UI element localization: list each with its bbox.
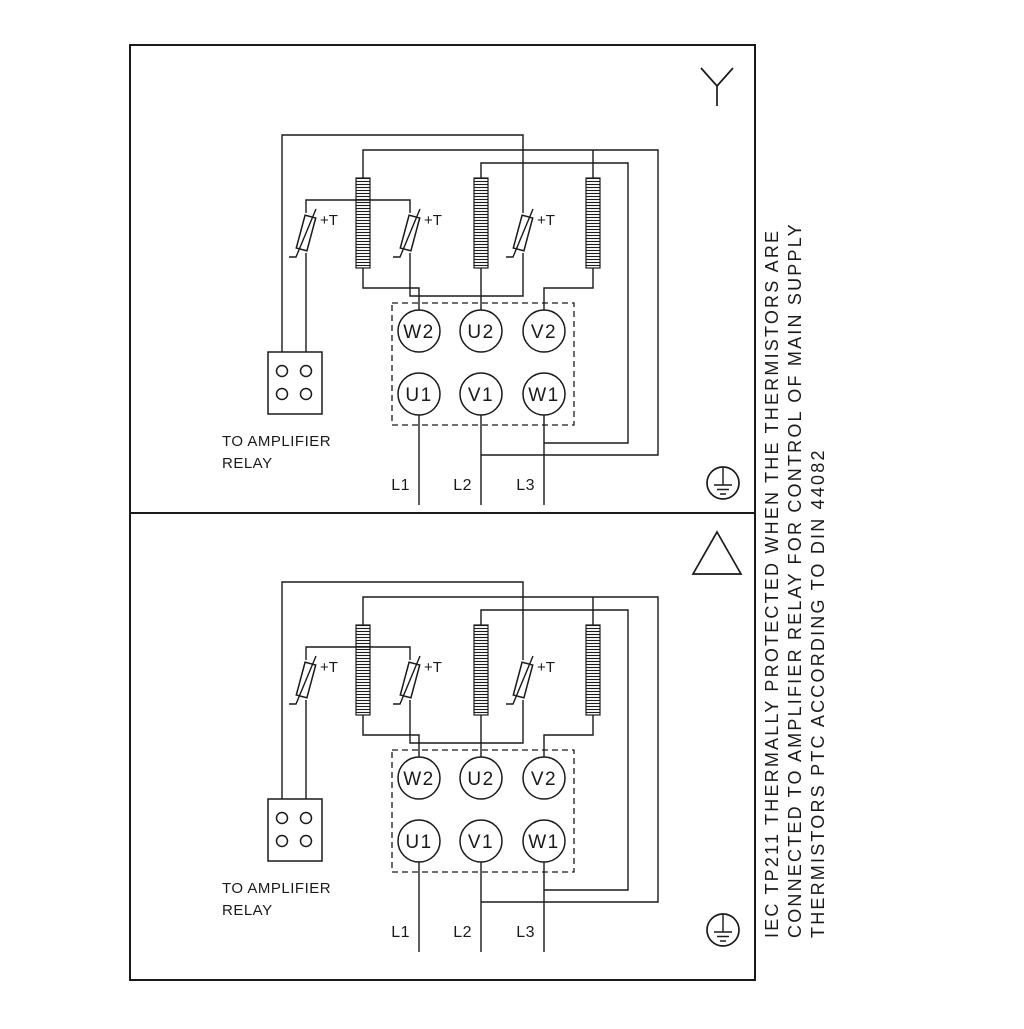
wire-winding-tops-outer [362, 596, 659, 903]
terminal-w2 [397, 309, 441, 353]
thermistor-symbol-3 [506, 655, 534, 705]
terminal-u1 [397, 372, 441, 416]
supply-label-l1: L1 [391, 477, 410, 494]
relay-contact [299, 811, 313, 825]
relay-contact [275, 364, 289, 378]
terminal-w1 [522, 819, 566, 863]
terminal-label-v1: V1 [468, 385, 494, 406]
wire-winding-tops-outer [362, 149, 659, 456]
protective-earth-icon [706, 466, 740, 500]
thermistor-symbol-2 [393, 655, 421, 705]
terminal-v1 [459, 819, 503, 863]
terminal-label-w1: W1 [528, 832, 560, 853]
thermistor-label-2: +T [424, 212, 442, 229]
wire-winding-tops-inner [480, 609, 629, 891]
relay-contact [275, 811, 289, 825]
terminal-label-w2: W2 [403, 769, 435, 790]
terminal-label-u2: U2 [467, 322, 494, 343]
delta-connection-icon [691, 530, 743, 575]
thermistor-label-3: +T [537, 659, 555, 676]
terminal-board: W2 U2 V2 U1 V1 W1 [391, 749, 575, 873]
motor-winding-3 [585, 624, 601, 716]
motor-winding-1 [355, 624, 371, 716]
terminal-label-u2: U2 [467, 769, 494, 790]
thermistor-symbol-3 [506, 208, 534, 258]
wire-thermistor-chain [281, 581, 524, 799]
wire-thermistor-chain [281, 134, 524, 352]
relay-contact [299, 387, 313, 401]
terminal-label-v2: V2 [531, 769, 557, 790]
supply-label-l2: L2 [453, 924, 472, 941]
relay-caption-line1: TO AMPLIFIER [222, 880, 331, 897]
relay-contact [275, 834, 289, 848]
relay-caption-line2: RELAY [222, 455, 273, 472]
terminal-label-w2: W2 [403, 322, 435, 343]
terminal-label-u1: U1 [405, 385, 432, 406]
wire-winding-bottoms [362, 268, 594, 310]
side-note: IEC TP211 THERMALLY PROTECTED WHEN THE T… [762, 222, 828, 938]
wire-winding-tops-inner [480, 162, 629, 444]
thermistor-label-1: +T [320, 212, 338, 229]
thermistor-label-2: +T [424, 659, 442, 676]
terminal-v1 [459, 372, 503, 416]
thermistor-symbol-1 [289, 208, 317, 258]
wire-supply-leads [418, 862, 545, 952]
terminal-w2 [397, 756, 441, 800]
supply-label-l2: L2 [453, 477, 472, 494]
side-note-line1: IEC TP211 THERMALLY PROTECTED WHEN THE T… [762, 229, 782, 938]
relay-caption-line1: TO AMPLIFIER [222, 433, 331, 450]
supply-label-l1: L1 [391, 924, 410, 941]
terminal-u2 [459, 756, 503, 800]
motor-winding-1 [355, 177, 371, 269]
terminal-label-v1: V1 [468, 832, 494, 853]
thermistor-label-3: +T [537, 212, 555, 229]
terminal-v2 [522, 309, 566, 353]
relay-contact [299, 364, 313, 378]
terminal-v2 [522, 756, 566, 800]
wiring-panel-delta: +T +T +T TO AMPLIFIER RELAY [222, 581, 740, 952]
terminal-u2 [459, 309, 503, 353]
amplifier-relay-block [267, 798, 323, 862]
protective-earth-icon [706, 913, 740, 947]
wire-supply-leads [418, 415, 545, 505]
wire-winding-bottoms [362, 715, 594, 757]
terminal-label-v2: V2 [531, 322, 557, 343]
motor-winding-2 [473, 177, 489, 269]
terminal-w1 [522, 372, 566, 416]
side-note-line3: THERMISTORS PTC ACCORDING TO DIN 44082 [808, 448, 828, 938]
motor-winding-2 [473, 624, 489, 716]
amplifier-relay-block [267, 351, 323, 415]
thermistor-label-1: +T [320, 659, 338, 676]
supply-label-l3: L3 [516, 924, 535, 941]
relay-caption-line2: RELAY [222, 902, 273, 919]
side-note-line2: CONNECTED TO AMPLIFIER RELAY FOR CONTROL… [785, 222, 805, 938]
thermistor-symbol-2 [393, 208, 421, 258]
terminal-label-w1: W1 [528, 385, 560, 406]
terminal-u1 [397, 819, 441, 863]
motor-winding-3 [585, 177, 601, 269]
terminal-board: W2 U2 V2 U1 V1 W1 [391, 302, 575, 426]
relay-contact [299, 834, 313, 848]
terminal-label-u1: U1 [405, 832, 432, 853]
relay-contact [275, 387, 289, 401]
supply-label-l3: L3 [516, 477, 535, 494]
thermistor-symbol-1 [289, 655, 317, 705]
wiring-panel-star: +T +T +T TO AMPLIFIER RELAY [222, 134, 740, 505]
star-connection-icon [700, 67, 734, 106]
